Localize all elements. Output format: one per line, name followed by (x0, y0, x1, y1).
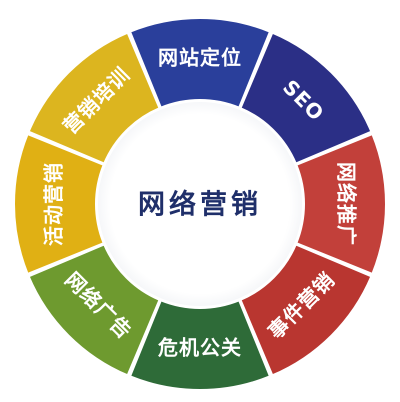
ring-segment-2 (239, 31, 373, 165)
center-title: 网络营销 (138, 189, 262, 221)
center-disc (98, 102, 302, 306)
ring-segment-8 (27, 31, 161, 165)
ring-segment-4 (239, 243, 373, 377)
ring-segment-6 (27, 243, 161, 377)
segment-label-5: 危机公关 (158, 336, 242, 360)
ring-segment-1 (128, 17, 272, 109)
segment-label-3: 网络推广 (335, 162, 359, 246)
segments-layer (13, 17, 387, 391)
ring-segment-5 (128, 299, 272, 391)
ring-segment-3 (295, 132, 387, 276)
ring-segment-7 (13, 132, 105, 276)
segment-label-7: 活动营销 (42, 162, 66, 246)
segment-label-1: 网站定位 (158, 46, 242, 70)
